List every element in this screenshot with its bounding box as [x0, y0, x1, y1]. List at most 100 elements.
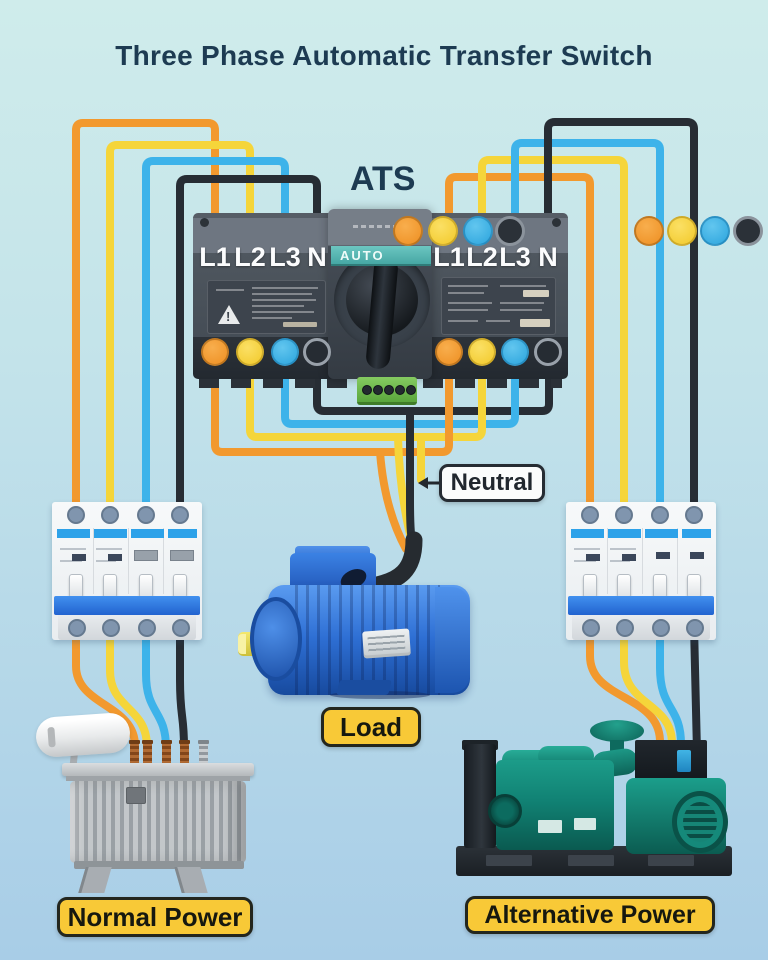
motor-rear-cap — [435, 587, 470, 693]
neutral-pointer-arrow — [418, 477, 428, 489]
base-slot — [648, 855, 694, 866]
ats-out-terminal-l3-b — [501, 338, 529, 366]
terminal-label: L1 — [199, 242, 231, 272]
breaker-toggle-bar[interactable] — [568, 596, 714, 615]
wire-alt-l3 — [511, 139, 664, 518]
tank-slot — [47, 726, 56, 748]
control-screen[interactable] — [677, 750, 691, 772]
wire-load-neutral-drop — [406, 407, 418, 556]
wire-alt-n — [544, 118, 698, 518]
fine-print-line — [216, 289, 244, 291]
generator-control-box — [635, 740, 707, 780]
motor-shadow — [330, 691, 430, 699]
ats-terminal-s1-n — [495, 216, 525, 246]
fine-print-line — [448, 309, 488, 311]
breaker-toggle[interactable] — [103, 574, 117, 598]
fine-print-line — [252, 305, 304, 307]
engine-label — [574, 818, 596, 830]
rating-chip — [622, 554, 636, 561]
terminal-screw-icon — [362, 385, 372, 395]
terminal-label: N — [307, 242, 327, 272]
ats-out-terminal-n-b — [534, 338, 562, 366]
wire-out-l2-link — [246, 344, 486, 441]
breaker-terminal — [615, 506, 633, 524]
terminal-label: N — [538, 242, 558, 272]
breaker-terminal — [138, 619, 156, 637]
wire-tx-l2 — [106, 622, 151, 751]
wire-normal-l2 — [106, 141, 254, 518]
fine-print-line — [448, 285, 488, 287]
wire-alt-l2 — [478, 156, 628, 518]
wire-tx-l1 — [72, 622, 139, 750]
motor-end-bell — [250, 597, 302, 681]
bushing-l2 — [143, 743, 152, 765]
ats-out-terminal-n-a — [303, 338, 331, 366]
pole-divider — [607, 528, 608, 594]
screw-icon — [552, 218, 561, 227]
ats-out-terminal-l2-a — [236, 338, 264, 366]
wire-normal-l3 — [142, 157, 289, 518]
breaker-toggle[interactable] — [583, 574, 597, 598]
terminal-screw-icon — [406, 385, 416, 395]
pole-divider — [642, 528, 643, 594]
breaker-terminal — [102, 619, 120, 637]
breaker-terminal — [686, 619, 704, 637]
breaker-toggle[interactable] — [139, 574, 153, 598]
load-motor — [235, 540, 480, 705]
engine-pulley — [488, 794, 522, 828]
ats-out-terminal-l1-a — [201, 338, 229, 366]
pole-divider — [93, 528, 94, 594]
screw-icon — [200, 218, 209, 227]
transformer-lid-lip — [66, 776, 250, 781]
spec-print-line — [574, 560, 596, 562]
wire-normal-n — [176, 175, 321, 518]
ats-terminal-s2-l1 — [634, 216, 664, 246]
rating-chip — [520, 319, 550, 327]
ats-device: AUTO — [193, 209, 763, 405]
breaker-toggle[interactable] — [687, 574, 701, 598]
brand-band — [571, 529, 604, 538]
ats-terminal-s2-l3 — [700, 216, 730, 246]
fine-print-line — [252, 293, 312, 295]
transformer-fin-body — [70, 781, 246, 863]
bushing-cap — [142, 740, 153, 744]
breaker-toggle-bar[interactable] — [54, 596, 200, 615]
breaker-terminal — [652, 619, 670, 637]
terminal-label: L3 — [269, 242, 301, 272]
ats-right-info-panel — [441, 277, 556, 335]
breaker-toggle[interactable] — [173, 574, 187, 598]
ats-model-fine-print — [353, 225, 409, 228]
breaker-toggle[interactable] — [69, 574, 83, 598]
breaker-terminal — [685, 506, 703, 524]
wire-gen-n — [690, 622, 701, 756]
terminal-screw-icon — [384, 385, 394, 395]
fine-print-line — [500, 285, 546, 287]
pole-divider — [128, 528, 129, 594]
breaker-terminal — [172, 619, 190, 637]
rating-chip — [72, 554, 86, 561]
transformer-base-rim — [74, 861, 244, 869]
breaker-toggle[interactable] — [653, 574, 667, 598]
breaker-terminal — [137, 506, 155, 524]
fine-print-label — [283, 322, 317, 327]
fine-print-line — [486, 320, 510, 322]
bushing-cap — [161, 740, 172, 744]
nameplate-text-lines — [367, 634, 406, 654]
wire-out-l1-link — [211, 344, 453, 456]
brand-band — [131, 529, 164, 538]
base-slot — [486, 855, 532, 866]
pole-divider — [163, 528, 164, 594]
breaker-toggle[interactable] — [617, 574, 631, 598]
fine-print-line — [252, 311, 314, 313]
terminal-screw-icon — [373, 385, 383, 395]
ats-left-info-panel — [207, 280, 326, 334]
ats-label: ATS — [350, 160, 416, 198]
brand-band — [645, 529, 678, 538]
ats-terminal-s2-n — [733, 216, 763, 246]
breaker-terminal — [101, 506, 119, 524]
wire-gen-l3 — [656, 622, 685, 748]
transformer-nameplate — [126, 787, 146, 804]
wire-normal-l1 — [72, 119, 219, 518]
